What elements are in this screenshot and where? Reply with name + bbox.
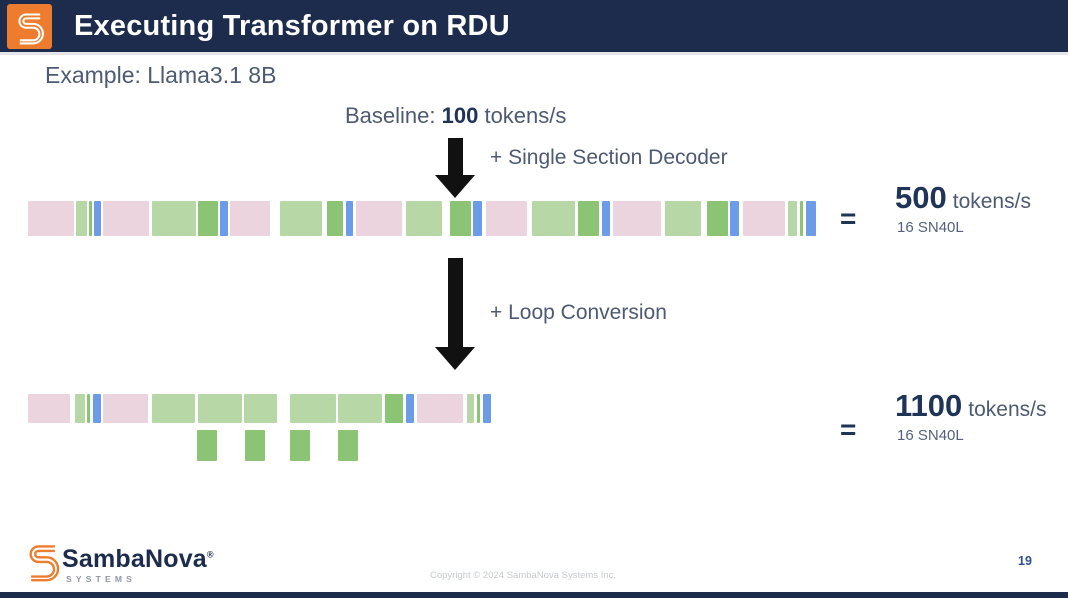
- equals-sign-1: =: [840, 203, 857, 234]
- bar-segment-lg: [406, 201, 442, 236]
- bar-segment-pink: [103, 394, 148, 423]
- bar-segment-lg: [280, 201, 322, 236]
- bar-segment-dg: [87, 394, 90, 423]
- sambanova-footer-logo-icon: [29, 545, 60, 582]
- copyright-text: Copyright © 2024 SambaNova Systems Inc.: [430, 570, 617, 581]
- bar-segment-blue: [93, 394, 101, 423]
- loop-section-block: [197, 430, 217, 461]
- bar-segment-pink: [613, 201, 661, 236]
- bar-segment-dg: [327, 201, 343, 236]
- example-label: Example: Llama3.1 8B: [45, 62, 277, 88]
- result-2-value: 1100: [895, 388, 963, 423]
- result-1-value: 500: [895, 180, 947, 215]
- bar-segment-blue: [406, 394, 414, 423]
- bar-segment-lg: [467, 394, 474, 423]
- baseline-suffix: tokens/s: [478, 103, 567, 128]
- bar-segment-pink: [28, 201, 74, 236]
- page-number: 19: [1018, 554, 1032, 568]
- sambanova-s-glyph-icon: [17, 12, 44, 44]
- bar-segment-pink: [743, 201, 785, 236]
- down-arrow-1-head: [435, 175, 475, 198]
- bar-segment-pink: [28, 394, 70, 423]
- bar-segment-blue: [806, 201, 816, 236]
- result-1-hardware: 16 SN40L: [897, 219, 964, 236]
- bottom-accent-bar: [0, 592, 1068, 598]
- bar-segment-blue: [602, 201, 610, 236]
- bar-segment-lg: [665, 201, 701, 236]
- down-arrow-1-shaft: [448, 138, 463, 176]
- bar-segment-blue: [94, 201, 101, 236]
- bar-segment-lg: [338, 394, 382, 423]
- loop-section-block: [290, 430, 310, 461]
- bar-segment-blue: [483, 394, 491, 423]
- step2-label: + Loop Conversion: [490, 301, 667, 324]
- baseline-label: Baseline: 100 tokens/s: [345, 103, 566, 129]
- bar-segment-dg: [89, 201, 92, 236]
- result-1-unit: tokens/s: [952, 190, 1031, 213]
- result-2-hardware: 16 SN40L: [897, 427, 964, 444]
- page-title: Executing Transformer on RDU: [74, 10, 510, 42]
- bar-segment-pink: [486, 201, 527, 236]
- bar-segment-lg: [244, 394, 277, 423]
- bar-segment-dg: [578, 201, 599, 236]
- bar-segment-dg: [477, 394, 480, 423]
- bar-segment-dg: [198, 201, 218, 236]
- bar-segment-dg: [450, 201, 471, 236]
- brand-systems-label: SYSTEMS: [66, 574, 137, 584]
- bar-segment-blue: [730, 201, 739, 236]
- equals-sign-2: =: [840, 414, 857, 445]
- brand-wordmark: SambaNova®: [62, 545, 214, 574]
- bar-segment-pink: [417, 394, 463, 423]
- result-2-unit: tokens/s: [968, 398, 1047, 421]
- bar-segment-blue: [473, 201, 482, 236]
- bar-segment-lg: [75, 394, 85, 423]
- bar-segment-lg: [198, 394, 242, 423]
- header-bar: Executing Transformer on RDU: [0, 0, 1068, 55]
- bar-segment-lg: [290, 394, 336, 423]
- registered-mark: ®: [206, 549, 214, 560]
- down-arrow-2-shaft: [448, 258, 463, 348]
- bar-segment-blue: [346, 201, 353, 236]
- bar-segment-lg: [152, 201, 196, 236]
- brand-text: SambaNova: [62, 545, 207, 573]
- baseline-prefix: Baseline:: [345, 103, 442, 128]
- loop-section-block: [245, 430, 265, 461]
- bar-segment-blue: [220, 201, 228, 236]
- bar-segment-pink: [103, 201, 149, 236]
- baseline-value: 100: [441, 103, 479, 128]
- bar-segment-pink: [356, 201, 402, 236]
- step1-label: + Single Section Decoder: [490, 146, 728, 169]
- sambanova-logo-icon: [7, 4, 52, 49]
- bar-segment-lg: [532, 201, 575, 236]
- bar-segment-dg: [707, 201, 728, 236]
- loop-section-block: [338, 430, 358, 461]
- bar-segment-dg: [800, 201, 803, 236]
- bar-segment-dg: [385, 394, 403, 423]
- bar-segment-lg: [152, 394, 195, 423]
- down-arrow-2-head: [435, 347, 475, 370]
- bar-segment-lg: [76, 201, 87, 236]
- bar-segment-pink: [230, 201, 270, 236]
- bar-segment-lg: [788, 201, 797, 236]
